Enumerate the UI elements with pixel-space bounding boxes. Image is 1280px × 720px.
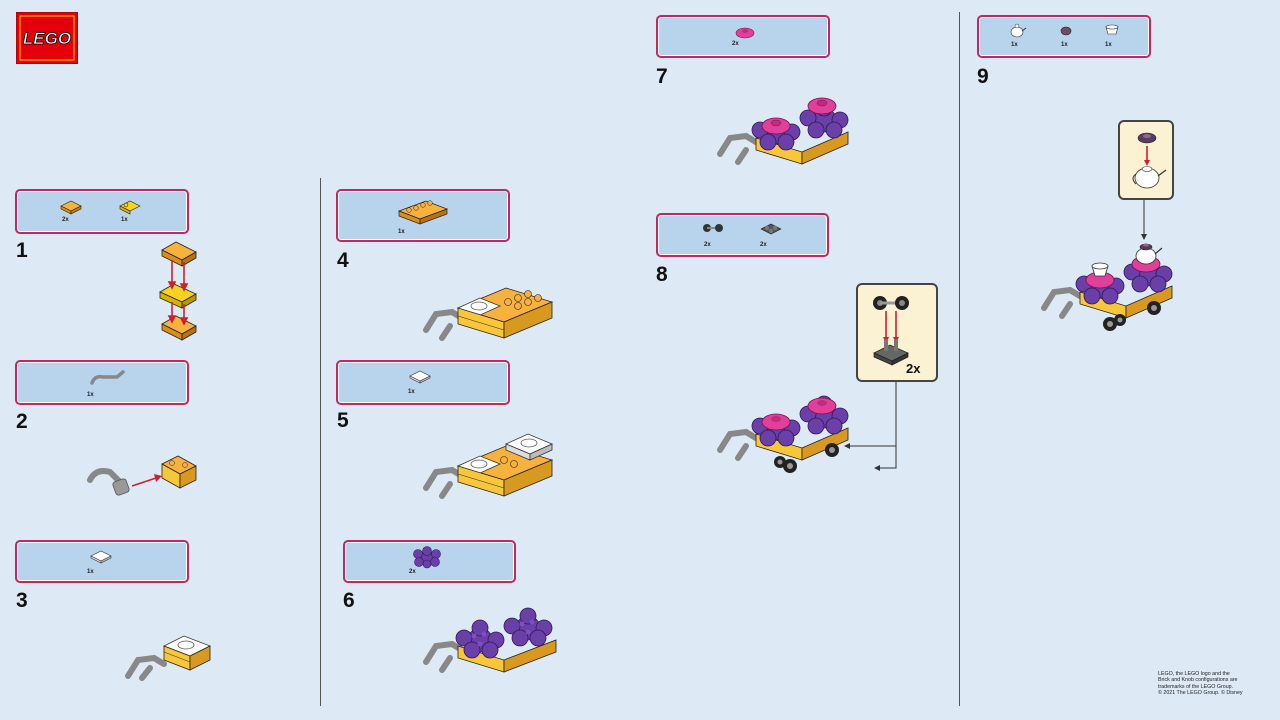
wheel [1147,301,1161,315]
column-divider-1 [320,178,321,706]
part-quantity: 2x [732,41,739,47]
legal-notice: LEGO, the LEGO logo and the Brick and Kn… [1158,671,1270,697]
step-number: 3 [16,589,28,612]
orange-plate-bottom [161,315,197,341]
legal-line: © 2021 The LEGO Group. © Disney [1158,690,1243,697]
callout-leader-line [1141,200,1147,240]
teapot [1135,243,1163,265]
step-number: 7 [656,65,668,88]
part-quantity: 1x [1105,42,1112,48]
step-8-illustration [717,395,849,473]
dark-grey-wheel-holder-icon [760,223,782,235]
wheel [1103,317,1117,331]
step-9-illustration [1041,243,1173,331]
step-number: 6 [343,589,355,612]
yellow-plate-middle [159,283,197,309]
part-quantity: 1x [398,229,405,235]
orange-plate-2x2-icon [60,200,82,215]
wheel-axle-icon [703,224,723,232]
sub-assembly-callout [1118,120,1174,200]
parts-list-step-6: 2x [343,540,516,583]
grey-handle-bar-icon [90,370,125,385]
column-divider-2 [959,12,960,706]
part-quantity: 2x [704,242,711,248]
step-2-illustration [87,455,197,496]
callout-quantity: 2x [906,361,921,376]
parts-list-step-4: 1x [336,189,510,242]
legal-line: LEGO, the LEGO logo and the [1158,671,1230,677]
parts-list-step-2: 1x [15,360,189,405]
wheel [825,443,839,457]
callout-leader-lines [844,382,897,471]
yellow-plate-with-clips-icon [119,200,141,215]
step-number: 4 [337,249,349,272]
wheel [1114,314,1126,326]
white-teacup-icon [1105,24,1119,35]
step-6-illustration [423,607,557,673]
step-5-illustration [423,433,554,499]
wheel [774,456,786,468]
logo-text: LEGO [23,29,71,48]
part-quantity: 2x [760,242,767,248]
pink-round-plate [761,117,791,135]
part-quantity: 1x [408,389,415,395]
part-quantity: 1x [87,392,94,398]
step-7-illustration [717,97,849,165]
dark-round-plate-icon [1060,26,1072,36]
step-1-illustration [159,241,197,341]
part-quantity: 2x [409,569,416,575]
orange-brick-2x4-icon [398,200,448,225]
white-tile-2x2-icon [90,550,112,564]
purple-flower-plate-icon [413,546,441,569]
parts-list-step-8: 2x 2x [656,213,829,257]
legal-line: Brick and Knob configurations are [1158,677,1238,684]
step-number: 9 [977,65,989,88]
teapot-sub-assembly [1132,132,1167,189]
sub-assembly-callout: 2x [856,283,938,382]
white-teapot-icon [1010,23,1027,38]
step-3-illustration [125,635,211,681]
pink-round-plate [807,97,837,115]
step-4-illustration [423,287,554,341]
part-quantity: 1x [1011,42,1018,48]
step-number: 1 [16,239,28,262]
parts-list-step-7: 2x [656,15,830,58]
pink-round-plate-icon [735,27,755,39]
assembly-arrows [167,260,189,326]
part-quantity: 1x [1061,42,1068,48]
parts-list-step-3: 1x [15,540,189,583]
white-tile-2x2-icon [409,370,431,384]
teacup [1091,262,1109,277]
step-number: 8 [656,263,668,286]
wheel-holder-sub-assembly [873,296,909,366]
step-number: 2 [16,410,28,433]
parts-list-step-9: 1x 1x 1x [977,15,1151,58]
part-quantity: 1x [87,569,94,575]
legal-line: trademarks of the LEGO Group. [1158,683,1234,690]
wheel [783,459,797,473]
step-number: 5 [337,409,349,432]
parts-list-step-1: 2x 1x [15,189,189,234]
parts-list-step-5: 1x [336,360,510,405]
part-quantity: 1x [121,217,128,223]
part-quantity: 2x [62,217,69,223]
lego-logo: LEGO [16,12,78,64]
orange-plate-top [161,241,197,267]
